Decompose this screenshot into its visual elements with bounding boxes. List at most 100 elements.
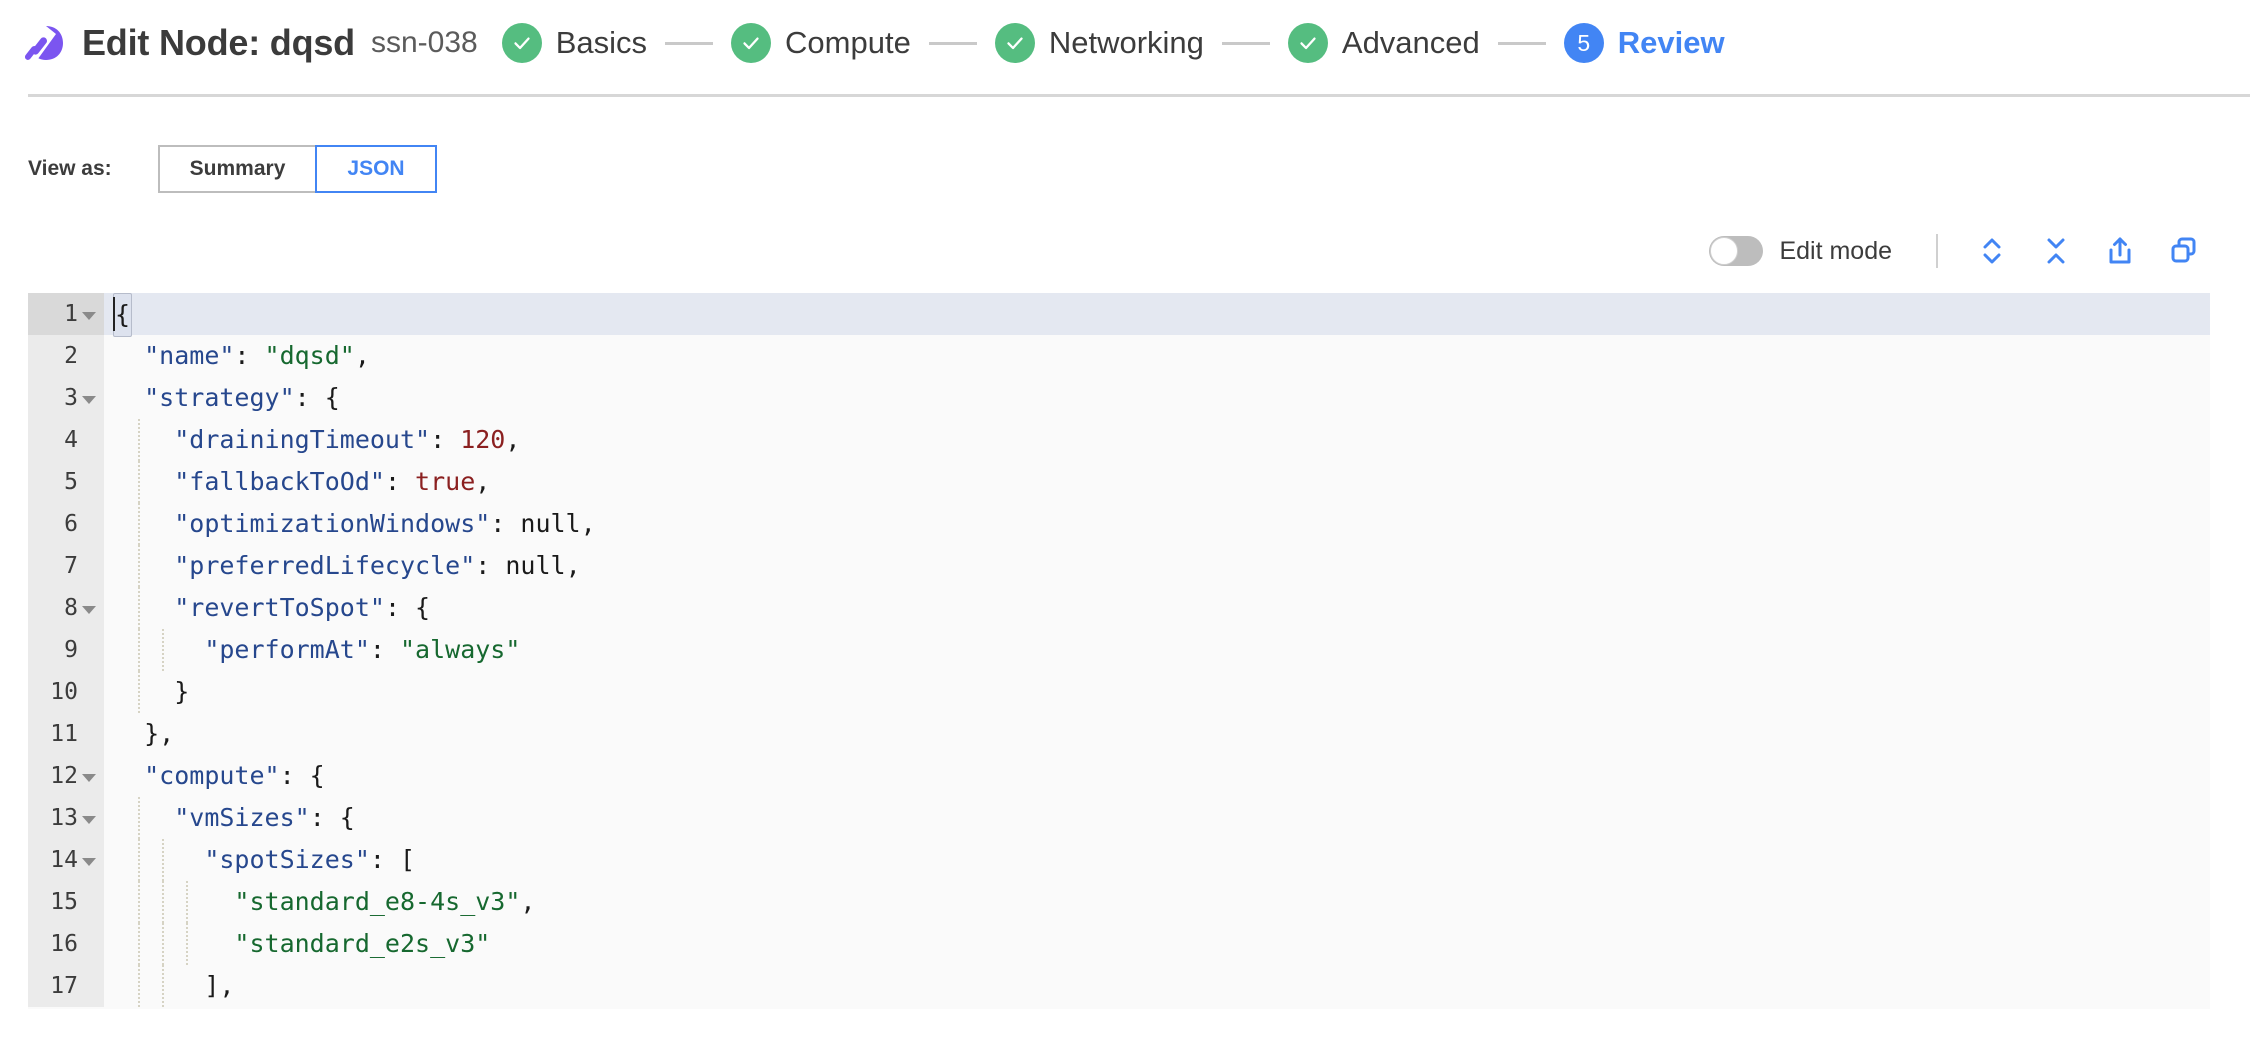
code-line[interactable]: 15 "standard_e8-4s_v3",	[28, 881, 2210, 923]
line-number-gutter: 5	[28, 461, 104, 503]
code-line[interactable]: 10 }	[28, 671, 2210, 713]
share-export-icon[interactable]	[2097, 231, 2143, 271]
line-number: 5	[64, 469, 78, 495]
code-line[interactable]: 3 "strategy": {	[28, 377, 2210, 419]
code-line[interactable]: 17 ],	[28, 965, 2210, 1007]
chevron-down-icon	[82, 395, 96, 404]
stepper-step-advanced[interactable]: Advanced	[1287, 23, 1480, 63]
indent-guide	[138, 503, 140, 545]
code-line-text: "performAt": "always"	[104, 629, 2210, 671]
code-token: "spotSizes"	[204, 845, 370, 874]
code-token: ,	[565, 551, 581, 580]
view-as-json-button[interactable]: JSON	[315, 145, 437, 193]
code-token: : {	[384, 593, 431, 622]
code-token: : {	[294, 383, 340, 412]
code-line[interactable]: 13 "vmSizes": {	[28, 797, 2210, 839]
fold-arrow-icon[interactable]	[78, 771, 100, 782]
stepper-label-networking: Networking	[1048, 25, 1204, 60]
indent-guide	[138, 797, 140, 839]
code-token: :	[490, 509, 521, 538]
code-token: },	[144, 719, 175, 748]
collapse-all-icon[interactable]	[2033, 231, 2079, 271]
edit-mode-label: Edit mode	[1779, 236, 1892, 265]
indent-space	[114, 593, 174, 622]
code-line-text: "compute": {	[104, 755, 2210, 797]
code-line[interactable]: 7 "preferredLifecycle": null,	[28, 545, 2210, 587]
view-as-summary-button[interactable]: Summary	[157, 145, 318, 193]
line-number-gutter: 11	[28, 713, 104, 755]
stepper-label-advanced: Advanced	[1341, 25, 1480, 60]
code-token: "fallbackToOd"	[174, 467, 385, 496]
code-token: }	[174, 677, 190, 706]
code-line-text: "optimizationWindows": null,	[104, 503, 2210, 545]
code-line[interactable]: 4 "drainingTimeout": 120,	[28, 419, 2210, 461]
fold-arrow-icon[interactable]	[78, 309, 100, 320]
stepper-step-basics[interactable]: Basics	[501, 23, 647, 63]
code-line[interactable]: 14 "spotSizes": [	[28, 839, 2210, 881]
fold-arrow-icon[interactable]	[78, 855, 100, 866]
indent-guide	[186, 881, 188, 923]
fold-arrow-icon[interactable]	[78, 603, 100, 614]
code-lines-container: 1{2 "name": "dqsd",3 "strategy": {4 "dra…	[28, 293, 2210, 1007]
code-token: "preferredLifecycle"	[174, 551, 476, 580]
code-token: :	[475, 551, 506, 580]
code-line[interactable]: 1{	[28, 293, 2210, 337]
indent-guide	[138, 923, 140, 965]
stepper-step-compute[interactable]: Compute	[731, 23, 911, 63]
code-line-text: ],	[104, 965, 2210, 1007]
code-line[interactable]: 11 },	[28, 713, 2210, 755]
stepper-connector	[928, 41, 977, 45]
copy-icon[interactable]	[2161, 231, 2207, 271]
code-line[interactable]: 5 "fallbackToOd": true,	[28, 461, 2210, 503]
code-token: {	[113, 293, 133, 337]
step-check-icon	[994, 23, 1035, 63]
code-line-text: "fallbackToOd": true,	[104, 461, 2210, 503]
code-token: "standard_e2s_v3"	[234, 929, 491, 958]
stepper-step-review[interactable]: 5 Review	[1563, 23, 1725, 63]
code-line-text: },	[104, 713, 2210, 755]
stepper-connector	[1221, 41, 1270, 45]
indent-guide	[138, 419, 140, 461]
code-line[interactable]: 6 "optimizationWindows": null,	[28, 503, 2210, 545]
expand-all-icon[interactable]	[1969, 231, 2015, 271]
line-number: 11	[50, 721, 78, 747]
json-code-editor[interactable]: 1{2 "name": "dqsd",3 "strategy": {4 "dra…	[28, 293, 2210, 1009]
view-as-segmented-control[interactable]: Summary JSON	[157, 145, 437, 193]
indent-space	[114, 551, 174, 580]
code-line-text: {	[104, 293, 2210, 337]
fold-arrow-icon[interactable]	[78, 393, 100, 404]
rocket-logo-icon	[22, 20, 68, 66]
code-token: null	[520, 509, 581, 538]
code-token: "revertToSpot"	[174, 593, 385, 622]
code-line[interactable]: 12 "compute": {	[28, 755, 2210, 797]
line-number-gutter: 9	[28, 629, 104, 671]
line-number-gutter: 14	[28, 839, 104, 881]
line-number: 7	[64, 553, 78, 579]
stepper-step-networking[interactable]: Networking	[994, 23, 1204, 63]
fold-arrow-icon[interactable]	[78, 813, 100, 824]
indent-space	[114, 845, 204, 874]
code-token: "performAt"	[204, 635, 370, 664]
edit-mode-toggle[interactable]	[1709, 236, 1764, 266]
indent-guide	[138, 671, 140, 713]
indent-space	[114, 425, 174, 454]
code-line[interactable]: 2 "name": "dqsd",	[28, 335, 2210, 377]
code-line[interactable]: 16 "standard_e2s_v3"	[28, 923, 2210, 965]
code-token: "dqsd"	[264, 341, 355, 370]
code-token: 120	[460, 425, 506, 454]
line-number: 16	[50, 931, 78, 957]
code-token: :	[384, 467, 416, 496]
code-line[interactable]: 9 "performAt": "always"	[28, 629, 2210, 671]
line-number: 3	[64, 385, 78, 411]
toolbar-divider	[1936, 234, 1938, 268]
line-number-gutter: 1	[28, 293, 104, 335]
code-token: ,	[520, 887, 536, 916]
stepper-connector	[1497, 41, 1546, 45]
line-number: 4	[64, 427, 78, 453]
indent-space	[114, 341, 144, 370]
line-number-gutter: 2	[28, 335, 104, 377]
code-line[interactable]: 8 "revertToSpot": {	[28, 587, 2210, 629]
line-number: 9	[64, 637, 78, 663]
line-number-gutter: 10	[28, 671, 104, 713]
line-number-gutter: 12	[28, 755, 104, 797]
